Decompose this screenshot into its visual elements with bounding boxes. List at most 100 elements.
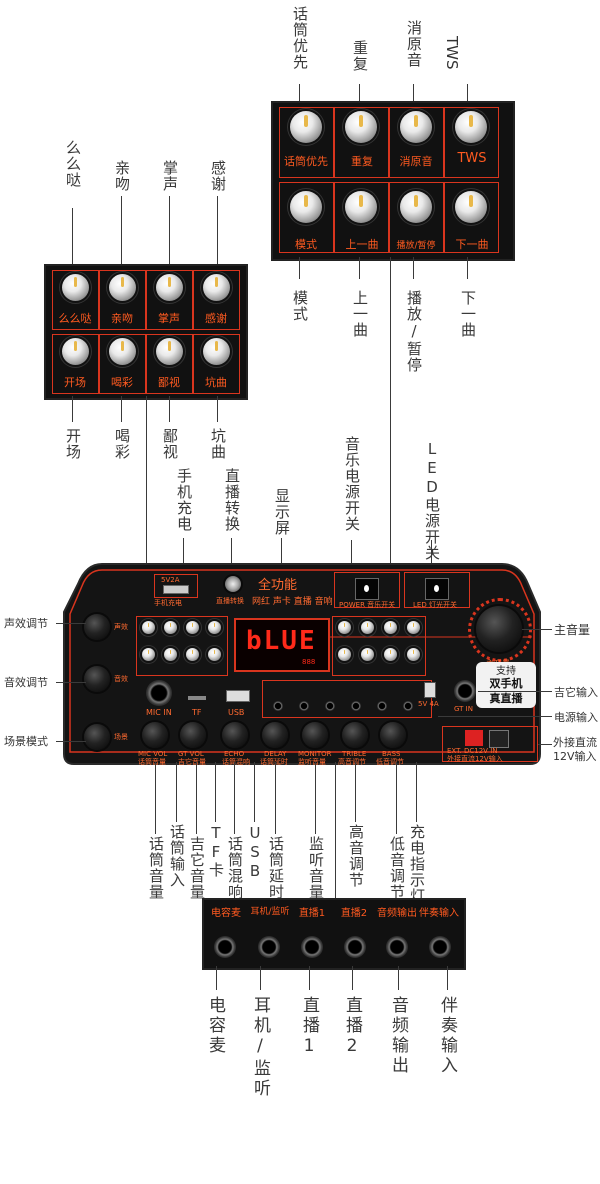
label-12v-input: 12V输入 [553, 750, 597, 763]
live1-jack[interactable] [301, 936, 323, 958]
memeda-label: 么么哒 [58, 312, 92, 325]
callout-usb: USB [246, 824, 264, 881]
audio-effect-knob[interactable] [84, 666, 110, 692]
label-headphone-monitor: 耳机/监听 [250, 996, 270, 1099]
bad-song-label: 坑曲 [205, 376, 227, 389]
cheer-label: 喝彩 [111, 376, 133, 389]
callout-treble: 高音调节 [347, 824, 365, 888]
led-power-switch[interactable] [425, 578, 449, 600]
label-scene-mode: 场景模式 [4, 735, 48, 748]
echo-en: ECHO [224, 750, 245, 758]
label-phone-charge: 手机充电 [175, 468, 193, 532]
jack-panel: 电容麦 耳机/监听 直播1 直播2 音频输出 伴奏输入 [202, 898, 466, 970]
treble-knob[interactable] [342, 722, 368, 748]
kiss-label: 亲吻 [111, 312, 133, 325]
main-control-panel: 5V2A 手机充电 直播转换 全功能 网红 声卡 直播 音响 POWER 音乐开… [62, 562, 542, 766]
mic-vol-en: MIC VOL [138, 750, 168, 758]
monitor-knob[interactable] [302, 722, 328, 748]
label-led-power: LED电源开关 [423, 440, 441, 561]
headphone-jack[interactable] [258, 936, 280, 958]
left-effect-panel: 么么哒 亲吻 掌声 感谢 开场 喝彩 鄙视 坑曲 [44, 264, 248, 400]
delay-knob[interactable] [262, 722, 288, 748]
opening-button[interactable] [62, 338, 89, 365]
led-display: bLUE 888 [234, 618, 330, 672]
callout-monitor-volume: 监听音量 [307, 836, 325, 900]
vocal-cut-label: 消原音 [399, 155, 433, 168]
mic-priority-button[interactable] [290, 111, 322, 143]
master-volume-knob[interactable] [476, 606, 522, 652]
label-play-pause: 播放/暂停 [405, 290, 423, 373]
prev-track-button[interactable] [345, 191, 377, 223]
label-live1: 直播1 [299, 996, 319, 1059]
mini-effect-grid-left [136, 616, 228, 676]
bad-song-button[interactable] [203, 338, 230, 365]
mic-input-jack[interactable] [146, 680, 172, 706]
jack-label-audio-out: 音频输出 [377, 908, 417, 919]
tws-button[interactable] [455, 111, 487, 143]
label-opening: 开场 [64, 428, 82, 460]
jack-label-condenser-mic: 电容麦 [211, 908, 241, 919]
audio-effect-knob-label: 音效 [114, 675, 128, 683]
usb-charge-sublabel: 手机充电 [154, 599, 182, 607]
scene-mode-knob-label: 场景 [114, 733, 128, 741]
vocal-cut-button[interactable] [400, 111, 432, 143]
gt-in-label: GT IN [454, 705, 473, 713]
ext-dc-input[interactable]: EXT. DC12V IN 外接直流12V输入 [442, 726, 538, 763]
label-tws: TWS [443, 36, 461, 70]
label-music-power: 音乐电源开关 [343, 436, 361, 532]
live-switch-sublabel: 直播转换 [216, 597, 244, 605]
scene-mode-knob[interactable] [84, 724, 110, 750]
next-track-label: 下一曲 [455, 238, 489, 251]
cheer-button[interactable] [109, 338, 136, 365]
label-disdain: 鄙视 [161, 428, 179, 460]
usb-label: USB [228, 708, 245, 717]
label-thanks: 感谢 [209, 160, 227, 192]
thanks-button[interactable] [203, 274, 230, 301]
play-pause-button[interactable] [400, 191, 432, 223]
gt-vol-cn: 吉它音量 [178, 758, 206, 766]
mini-effect-grid-right [332, 616, 426, 676]
callout-mic-input: 话筒输入 [168, 824, 186, 888]
guitar-volume-knob[interactable] [180, 722, 206, 748]
label-applause: 掌声 [161, 160, 179, 192]
sound-effect-knob[interactable] [84, 614, 110, 640]
live-switch-button[interactable] [225, 576, 241, 592]
tf-slot[interactable] [188, 696, 206, 700]
repeat-label: 重复 [351, 155, 373, 168]
live2-jack[interactable] [344, 936, 366, 958]
applause-button[interactable] [156, 274, 183, 301]
music-power-switch-box: POWER 音乐开关 [334, 572, 400, 609]
bass-knob[interactable] [380, 722, 406, 748]
treble-cn: 高音调节 [338, 758, 366, 766]
master-volume-ring [468, 598, 532, 662]
music-power-switch[interactable] [355, 578, 379, 600]
next-track-button[interactable] [455, 191, 487, 223]
disdain-button[interactable] [156, 338, 183, 365]
label-kiss: 亲吻 [113, 160, 131, 192]
monitor-en: MONITOR [298, 750, 332, 758]
bass-cn: 低音调节 [376, 758, 404, 766]
label-cheer: 喝彩 [113, 428, 131, 460]
top-effect-panel: 话筒优先 重复 消原音 TWS 模式 上一曲 播放/暂停 下一曲 [271, 101, 515, 261]
memeda-button[interactable] [62, 274, 89, 301]
mic-volume-knob[interactable] [142, 722, 168, 748]
accompaniment-jack[interactable] [429, 936, 451, 958]
condenser-mic-jack[interactable] [214, 936, 236, 958]
echo-knob[interactable] [222, 722, 248, 748]
usb-charge-port[interactable]: 5V2A [154, 574, 198, 598]
dc-in-label: 5V 4A [418, 700, 439, 708]
disdain-label: 鄙视 [158, 376, 180, 389]
label-power-input: 电源输入 [554, 711, 598, 724]
jack-label-live2: 直播2 [340, 908, 368, 919]
label-display: 显示屏 [273, 488, 291, 536]
usb-port[interactable] [226, 690, 250, 702]
guitar-input-jack[interactable] [454, 680, 476, 702]
brand-line1: 全功能 [258, 578, 298, 593]
mode-button[interactable] [290, 191, 322, 223]
treble-en: TRIBLE [342, 750, 367, 758]
label-live2: 直播2 [342, 996, 362, 1059]
callout-guitar-volume: 吉它音量 [188, 836, 206, 900]
audio-out-jack[interactable] [386, 936, 408, 958]
kiss-button[interactable] [109, 274, 136, 301]
repeat-button[interactable] [345, 111, 377, 143]
